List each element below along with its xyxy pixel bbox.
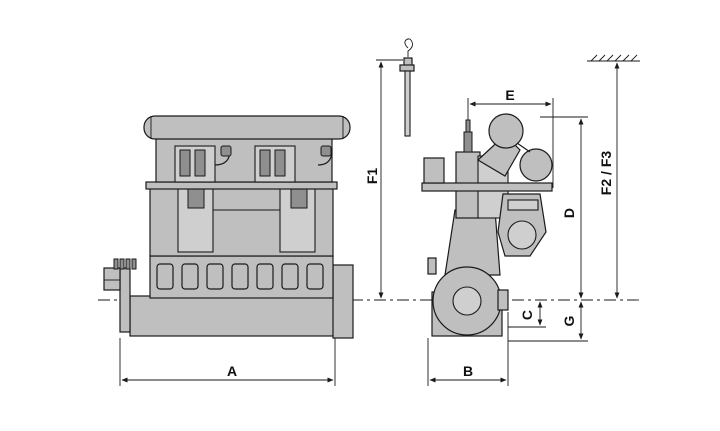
exhaust-manifold xyxy=(143,115,351,140)
dimension-d-label: D xyxy=(561,208,577,218)
dimension-b: B xyxy=(427,312,509,386)
dimension-e-label: E xyxy=(505,87,514,103)
end-charge-cooler xyxy=(519,148,553,182)
end-injector xyxy=(463,131,473,153)
end-side-boss xyxy=(497,289,509,311)
dimension-c-label: C xyxy=(519,310,535,320)
dimension-b-label: B xyxy=(463,363,473,379)
head-blocks xyxy=(174,145,296,183)
dimension-g-label: G xyxy=(561,315,577,326)
oil-sump xyxy=(129,295,336,337)
dimension-a: A xyxy=(119,338,336,386)
dimension-a-label: A xyxy=(227,363,237,379)
lifting-hook xyxy=(399,38,415,137)
dimension-e: E xyxy=(467,87,554,188)
ceiling-reference xyxy=(587,54,640,62)
end-side-fitting xyxy=(427,257,437,275)
end-flange xyxy=(421,182,553,192)
dimension-f2-f3: F2 / F3 xyxy=(598,62,620,299)
flywheel-housing xyxy=(332,264,354,339)
engine-end-view xyxy=(421,113,553,337)
crankcase-doors xyxy=(156,263,324,290)
end-turbocharger xyxy=(488,113,524,149)
front-plate xyxy=(119,267,131,333)
end-frame xyxy=(444,209,501,276)
dimension-d: D xyxy=(540,116,588,299)
dimension-g: G xyxy=(508,301,588,342)
front-accessories xyxy=(103,258,137,291)
end-left-box xyxy=(423,157,445,184)
head-deck xyxy=(145,181,338,190)
dimension-f2-f3-label: F2 / F3 xyxy=(598,151,614,196)
exhaust-elbows xyxy=(214,145,333,166)
dimension-f1: F1 xyxy=(364,59,403,299)
crankshaft-hub xyxy=(452,286,482,316)
dimension-c: C xyxy=(508,301,546,328)
engine-side-view xyxy=(103,115,354,339)
dimension-f1-label: F1 xyxy=(364,168,380,185)
